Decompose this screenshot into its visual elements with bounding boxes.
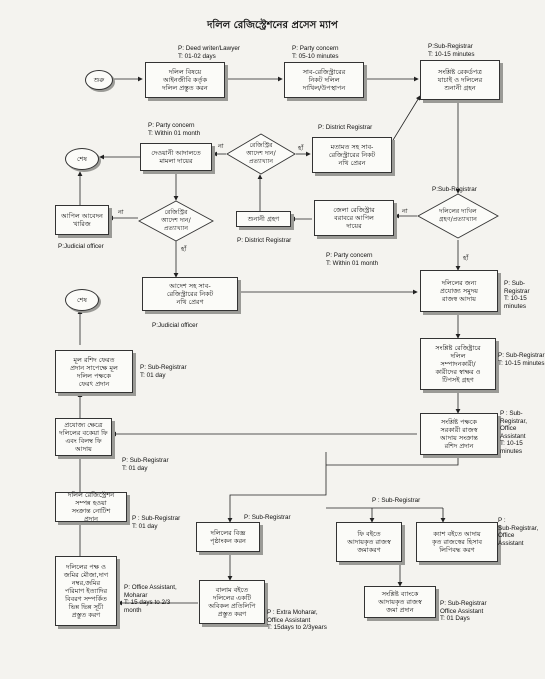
end-terminal-top: শেষ [65,148,99,170]
diamond-deed-acceptance: দলিলের দাখিল গ্রহণ/প্রত্যাখ্যান [417,193,499,239]
box-registration-notice: দলিল রেজিস্ট্রেশন সম্পন্ন হওয়া সংক্রান্… [55,491,127,523]
note-judicial-officer-top: P:Judicial officer [58,243,104,250]
start-terminal: শুরু [85,70,113,90]
end-label: শেষ [76,295,88,304]
box-cash-book-record: ক্যাশ বইতে আদায় কৃত রাজস্বের হিসাব লিপি… [416,522,498,562]
box-fee-book-deposit: ফি বইতে আদায়কৃত রাজস্ব জমাকরণ [336,522,402,562]
box-send-file-opinion: মতামত সহ সাব- রেজিস্ট্রারের নিকট নথি প্র… [312,137,392,173]
note-submit-deed: P: Party concern T: 05-10 minutes [292,45,339,60]
yes-label-deed: হাঁ [463,254,469,262]
note-arrears: P: Sub-Registrar T: 01 day [122,457,169,472]
box-submit-deed: সাব-রেজিস্ট্রারের নিকট দলিল দাখিল/উপস্থা… [284,62,364,98]
note-cash-book: P : Sub-Registrar, Office Assistant [498,517,539,547]
note-endorsement: P: Sub-Registrar [244,514,291,521]
box-arrears-fee: প্রযোজ্য ক্ষেত্রে দলিলের বকেয়া ফি এবং ব… [55,418,112,456]
note-prepare-deed: P: Deed writer/Lawyer T: 01-02 days [178,45,240,60]
box-volume-copy: বালাম বইতে দলিলের একটি অবিকল প্রতিলিপি প… [199,580,265,624]
diamond-label: রেজিস্ট্রির আদেশ দান/ প্রত্যাখ্যান [246,142,276,165]
note-signature: P: Sub-Registrar T: 10-15 minutes [498,352,545,367]
box-signature-collection: সংশ্লিষ্ট রেজিষ্ট্রারে দলিল সম্পাদনকারী/… [420,338,496,390]
box-hearing: শুনানী গ্রহণ [236,211,291,227]
note-notice: P : Sub-Registrar T: 01 day [132,515,181,530]
box-prepare-deed: দলিল বিষয়ে আইনজীবি কর্তৃক দলিল প্রস্তুত… [145,62,225,98]
note-revenue-receipt: P : Sub- Registrar, Office Assistant T: … [500,410,527,455]
yes-label-judicial: হাঁ [181,245,187,253]
line-receipt-trunk [326,455,459,466]
diamond-label: দলিলের দাখিল গ্রহণ/প্রত্যাখ্যান [439,208,477,223]
note-revenue-collection: P: Sub- Registrar T: 10-15 minutes [504,280,530,310]
box-index-preparation: দলিলের পক্ষ ও জমির মৌজা,দাগ নম্বর,জমির প… [55,556,117,626]
note-verify-hearing: P:Sub-Registrar T: 10-15 minutes [428,43,475,58]
no-label-deed: না [402,207,408,215]
arrow-receipt-to-endorse [227,452,327,523]
note-civil-court: P: Party concern T: Within 01 month [148,122,201,137]
end-label: শেষ [76,154,88,163]
note-district-registrar-top: P: District Registrar [318,124,373,131]
box-verify-hearing: সংশ্লিষ্ট রেকর্ডপত্র যাচাই ও দলিলের শুনা… [420,60,500,100]
note-deed-decision: P:Sub-Registrar [432,186,477,193]
diamond-label: রেজিস্ট্রির আদেশ দান/ প্রত্যাখ্যান [161,209,191,232]
yes-label-district: হাঁ [298,144,304,152]
note-judicial-officer-bottom: P:Judicial officer [152,322,198,329]
box-appeal-rejected: আপিল আবেদন খারিজ [55,205,109,235]
note-bank-deposit: P: Sub-Registrar Office Assistant T: 01 … [440,600,487,622]
box-revenue-receipt: সংশ্লিষ্ট পক্ষকে সরকারী রাজস্ব আদায় সংক… [420,413,498,455]
box-civil-court-case: দেওয়ানী আদালতে মামলা দায়ের [140,143,212,171]
box-revenue-collection: দলিলের জন্য প্রযোজ্য সমুদয় রাজস্ব আদায় [420,270,498,312]
start-label: শুরু [93,75,105,84]
end-terminal-middle: শেষ [65,289,99,311]
note-index: P: Office Assistant, Moharar T: 15 days … [124,584,177,614]
box-district-appeal: জেলা রেজিস্ট্রার বরাবরে আপিল দায়ের [314,200,394,236]
diamond-district-decision: রেজিস্ট্রির আদেশ দান/ প্রত্যাখ্যান [226,133,296,175]
page-title: দলিল রেজিস্ট্রেশনের প্রসেস ম্যাপ [207,20,338,31]
note-fee-book: P : Sub-Registrar [372,497,421,504]
box-return-deed: মূল রশিদ ফেরত প্রদান সাপেক্ষে মূল দলিল প… [55,350,133,393]
note-district-appeal: P: Party concern T: Within 01 month [326,252,379,267]
no-label-judicial: না [118,208,124,216]
box-deed-endorsement: দলিলের বিজ্ঞ পৃষ্ঠাংকন করন [196,522,260,552]
note-volume-copy: P : Extra Moharar, Office Assistant T: 1… [267,609,327,631]
box-order-send-file: আদেশ সহ সাব- রেজিস্ট্রারের নিকট নথি প্রে… [142,277,238,311]
arrow-send-to-verify [389,95,421,146]
note-return-deed: P: Sub-Registrar T: 01 day [140,364,187,379]
no-label-district: না [218,142,224,150]
diamond-judicial-decision: রেজিস্ট্রির আদেশ দান/ প্রত্যাখ্যান [138,200,214,242]
note-district-registrar-bottom: P: District Registrar [237,237,292,244]
box-bank-deposit: সংশ্লিষ্ট ব্যাংকে আদায়কৃত রাজস্ব জমা প্… [364,586,436,618]
